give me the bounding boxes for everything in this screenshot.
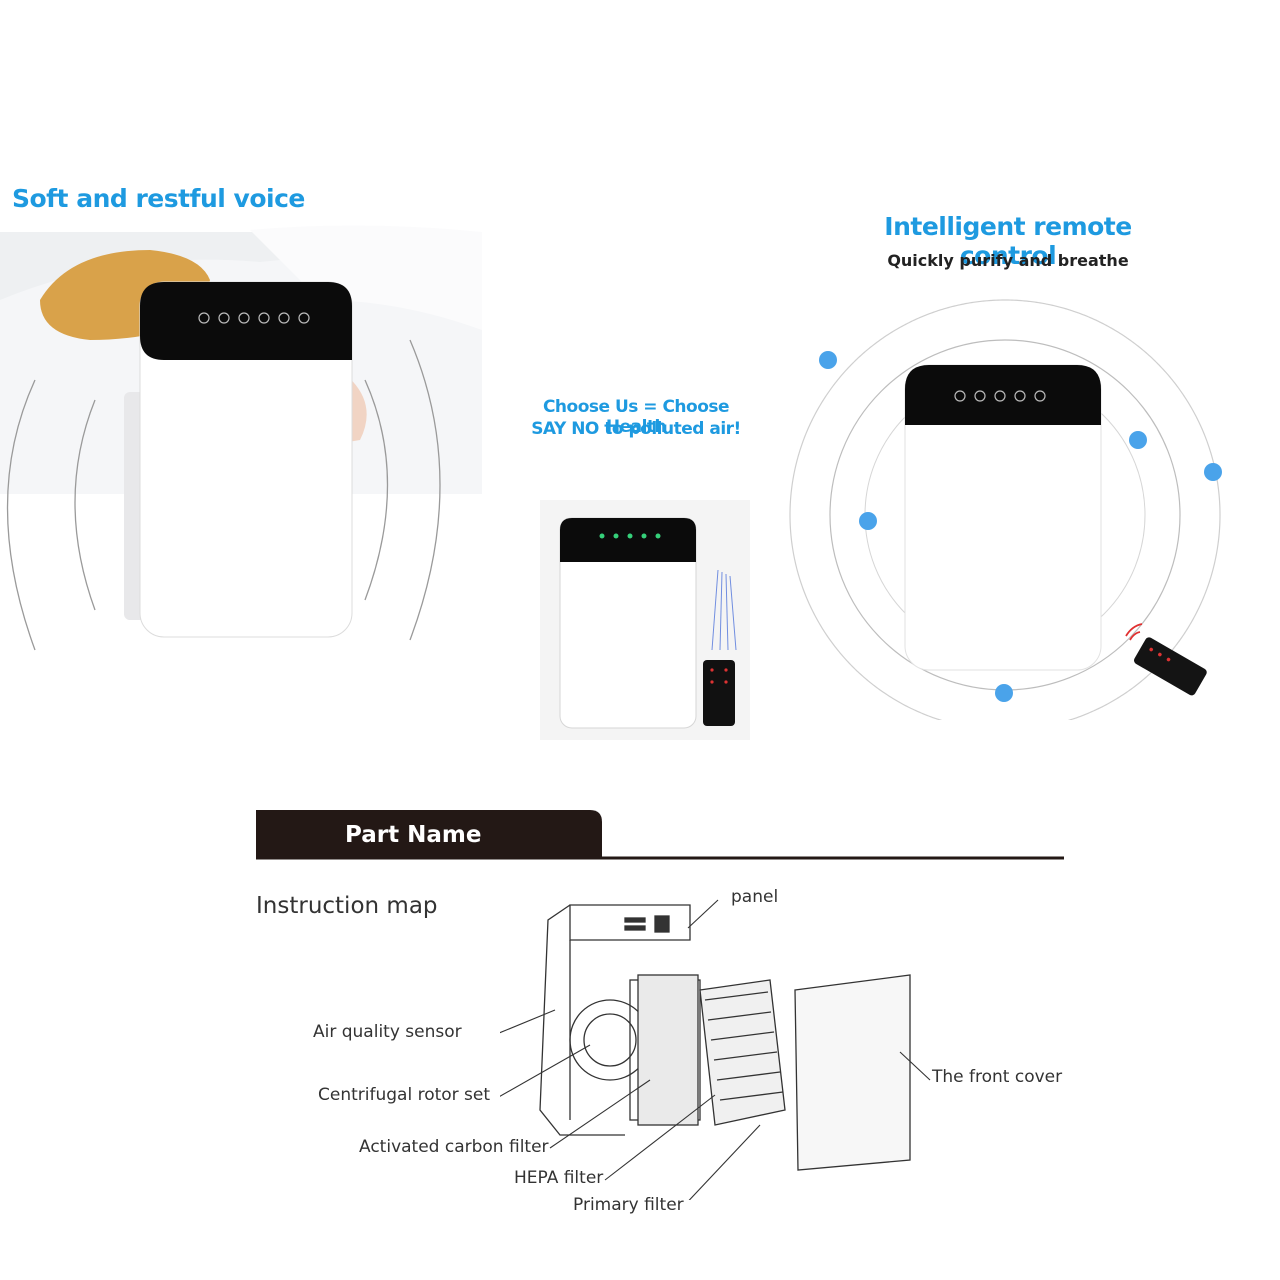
remote-signal-illustration bbox=[789, 299, 1222, 720]
label-panel: panel bbox=[731, 887, 779, 907]
label-centrifugal-rotor-set: Centrifugal rotor set bbox=[318, 1085, 491, 1105]
panel1-title: Soft and restful voice bbox=[12, 184, 305, 213]
exploded-diagram bbox=[500, 899, 931, 1200]
panel2-line1: Choose Us = Choose Health bbox=[542, 397, 730, 437]
part-name-header: Part Name bbox=[345, 822, 482, 848]
instruction-map-title: Instruction map bbox=[256, 893, 438, 919]
panel3-subtitle: Quickly purify and breathe bbox=[887, 251, 1129, 270]
panel3-title: Intelligent remote control bbox=[884, 212, 1132, 270]
label-front-cover: The front cover bbox=[932, 1067, 1063, 1087]
header-bar bbox=[256, 810, 1064, 860]
label-activated-carbon-filter: Activated carbon filter bbox=[359, 1137, 549, 1157]
panel2-line2: SAY NO to polluted air! bbox=[531, 419, 741, 439]
label-primary-filter: Primary filter bbox=[573, 1195, 684, 1215]
sleeping-person-illustration bbox=[0, 225, 482, 651]
label-hepa-filter: HEPA filter bbox=[514, 1168, 604, 1188]
purifier-with-remote-illustration bbox=[540, 500, 750, 740]
label-air-quality-sensor: Air quality sensor bbox=[313, 1022, 462, 1042]
